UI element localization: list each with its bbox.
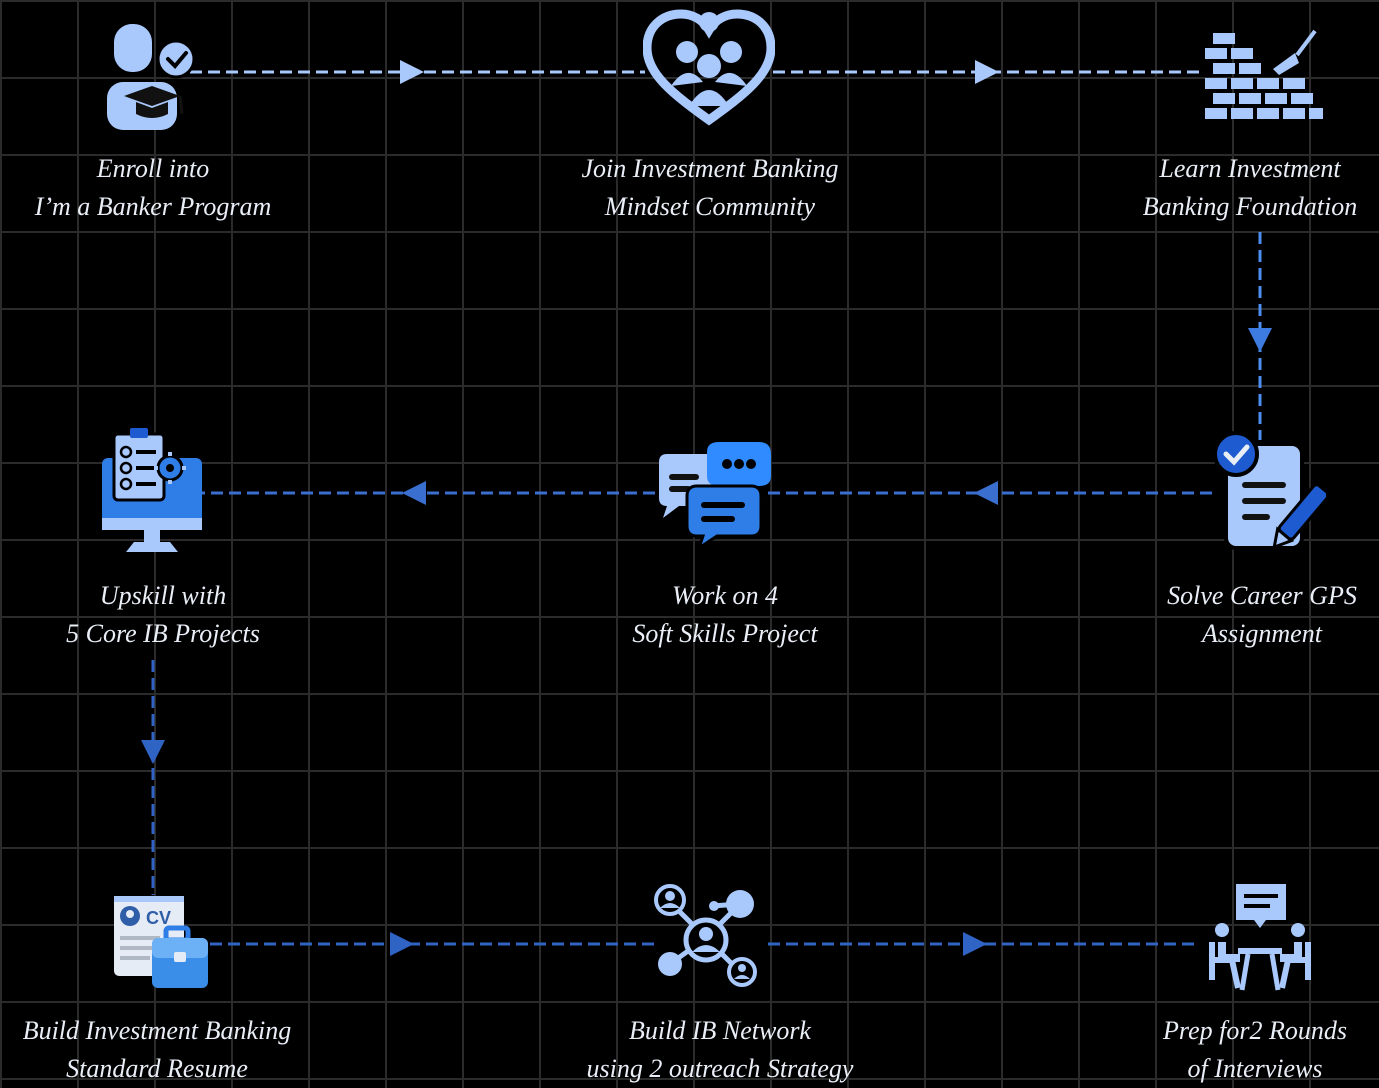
- step-label: Solve Career GPS Assignment: [1072, 577, 1379, 653]
- step-label-line1: Enroll into: [96, 154, 210, 183]
- step-label-line2: Soft Skills Project: [632, 619, 818, 648]
- step-label: Build IB Network using 2 outreach Strate…: [530, 1012, 910, 1088]
- step-label-line2: using 2 outreach Strategy: [586, 1054, 854, 1083]
- step-label-line2: I’m a Banker Program: [34, 192, 272, 221]
- step-label-line1: Join Investment Banking: [581, 154, 839, 183]
- step-label: Build Investment Banking Standard Resume: [0, 1012, 347, 1088]
- chat-bubbles-icon: [659, 442, 771, 550]
- student-graduate-check-icon: [107, 24, 196, 130]
- step-label-line1: Build Investment Banking: [22, 1016, 292, 1045]
- cv-briefcase-icon: CV: [114, 896, 208, 988]
- step-label-line2: Mindset Community: [604, 192, 816, 221]
- arrowhead-left-4: [974, 481, 998, 505]
- step-label: Join Investment Banking Mindset Communit…: [520, 150, 900, 226]
- step-label-line1: Solve Career GPS: [1167, 581, 1357, 610]
- arrowhead-down-3: [1248, 328, 1272, 352]
- community-heart-icon: [643, 9, 775, 126]
- arrowhead-right-7: [390, 932, 414, 956]
- step-label: Prep for2 Rounds of Interviews: [1065, 1012, 1379, 1088]
- arrowhead-left-5: [402, 481, 426, 505]
- assignment-pencil-icon: [1213, 431, 1326, 550]
- step-label-line1: Work on 4: [672, 581, 778, 610]
- step-label-line1: Build IB Network: [629, 1016, 811, 1045]
- step-label-line2: 5 Core IB Projects: [66, 619, 260, 648]
- step-label-line2: of Interviews: [1187, 1054, 1323, 1083]
- interview-table-icon: [1209, 884, 1311, 991]
- arrowhead-right-8: [963, 932, 987, 956]
- monitor-checklist-icon: [102, 428, 202, 552]
- arrowhead-right-1: [400, 60, 424, 84]
- step-label-line1: Upskill with: [99, 581, 227, 610]
- step-label-line2: Banking Foundation: [1142, 192, 1358, 221]
- step-label: Learn Investment Banking Foundation: [1060, 150, 1379, 226]
- arrowhead-down-6: [141, 740, 165, 764]
- step-label-line2: Standard Resume: [66, 1054, 248, 1083]
- step-label: Enroll into I’m a Banker Program: [0, 150, 343, 226]
- svg-text:CV: CV: [146, 908, 171, 928]
- step-label-line1: Prep for2 Rounds: [1163, 1016, 1347, 1045]
- step-label-line1: Learn Investment: [1159, 154, 1341, 183]
- brick-wall-trowel-icon: [1205, 29, 1323, 119]
- step-label-line2: Assignment: [1202, 619, 1322, 648]
- step-label: Work on 4 Soft Skills Project: [535, 577, 915, 653]
- step-label: Upskill with 5 Core IB Projects: [0, 577, 353, 653]
- network-people-icon: [654, 884, 757, 987]
- arrowhead-right-2: [975, 60, 999, 84]
